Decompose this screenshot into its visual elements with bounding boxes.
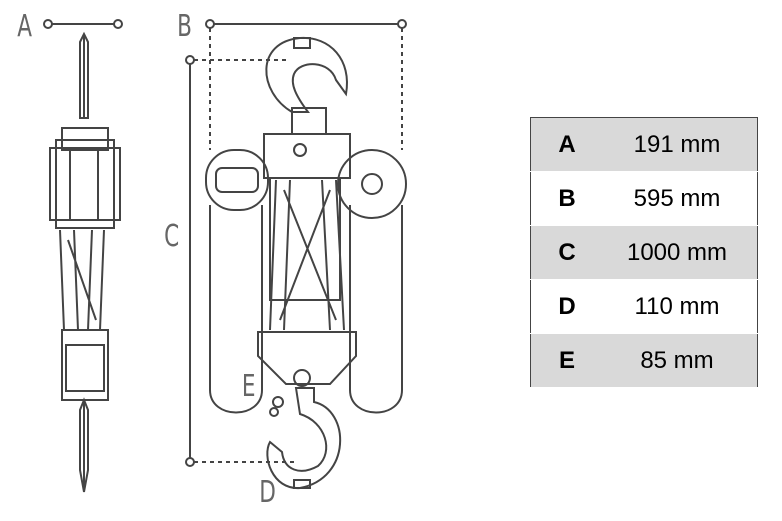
table-row: C 1000 mm <box>530 225 758 280</box>
dimension-label-b: B <box>177 10 192 44</box>
spec-value: 1000 mm <box>603 225 758 280</box>
table-row: A 191 mm <box>530 117 758 172</box>
spec-label: C <box>530 225 603 280</box>
spec-label: B <box>530 171 603 226</box>
dimension-line-a <box>43 19 123 29</box>
table-row: D 110 mm <box>530 279 758 334</box>
dimension-label-a: A <box>17 10 32 44</box>
hoist-side-view <box>49 31 121 493</box>
spec-value: 85 mm <box>603 333 758 388</box>
spec-value: 110 mm <box>603 279 758 334</box>
dimension-spec-table: A 191 mm B 595 mm C 1000 mm D 110 mm E 8… <box>530 117 758 388</box>
table-row: E 85 mm <box>530 333 758 388</box>
dimension-letters: A B C D E <box>17 10 276 510</box>
spec-value: 595 mm <box>603 171 758 226</box>
table-row: B 595 mm <box>530 171 758 226</box>
hoist-front-view <box>205 36 407 490</box>
dimension-line-c <box>185 55 298 467</box>
dimension-label-d: D <box>259 476 276 510</box>
spec-label: E <box>530 333 603 388</box>
spec-value: 191 mm <box>603 117 758 172</box>
dimension-label-e: E <box>242 370 256 404</box>
lever-hoist-drawing: A B C D E <box>17 10 407 510</box>
dimension-line-b <box>205 19 407 150</box>
spec-label: D <box>530 279 603 334</box>
spec-label: A <box>530 117 603 172</box>
dimension-label-c: C <box>164 220 179 254</box>
